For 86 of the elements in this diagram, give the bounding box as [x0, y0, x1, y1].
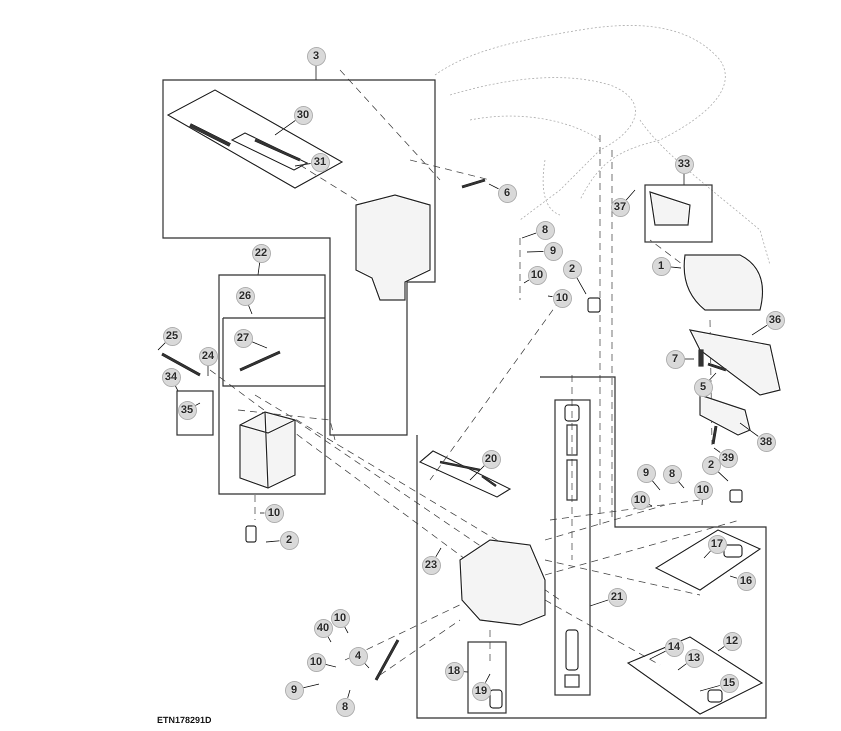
leader-line — [526, 250, 544, 252]
leader-line — [752, 324, 768, 336]
callout-number: 34 — [162, 368, 180, 386]
callout-number: 9 — [284, 680, 304, 700]
callout-number: 9 — [544, 242, 562, 260]
leader-line — [740, 422, 759, 437]
leader-line — [258, 262, 260, 276]
callout-number: 38 — [756, 432, 776, 452]
callout-number: 10 — [306, 652, 326, 672]
callout-number: 10 — [552, 288, 572, 308]
leader-line — [302, 684, 320, 688]
leader-line — [158, 342, 166, 350]
callout-number: 8 — [336, 698, 354, 716]
callout-number: 1 — [652, 256, 670, 276]
callout-number: 35 — [178, 400, 196, 420]
leader-line — [718, 646, 725, 652]
leader-line — [650, 650, 666, 660]
leader-line — [700, 685, 720, 692]
callout-number: 6 — [498, 184, 516, 202]
callout-number: 17 — [708, 534, 726, 554]
leader-line — [652, 480, 660, 490]
callout-number: 3 — [306, 46, 326, 66]
leader-line — [324, 664, 336, 668]
leader-line — [470, 465, 485, 480]
leader-line — [260, 512, 265, 514]
leader-line — [678, 663, 687, 670]
callout-number: 10 — [694, 480, 712, 500]
callout-number: 40 — [314, 618, 332, 638]
leader-line — [704, 550, 711, 558]
leader-line — [435, 548, 442, 558]
callout-number: 16 — [736, 572, 756, 590]
callout-number: 22 — [252, 244, 270, 262]
callout-number: 23 — [422, 556, 440, 574]
callout-number: 10 — [528, 266, 546, 284]
callout-number: 2 — [702, 456, 720, 474]
leader-line — [548, 296, 554, 298]
callout-number: 36 — [766, 310, 784, 330]
leader-line — [714, 448, 721, 453]
callout-number: 14 — [664, 638, 684, 656]
callout-number: 10 — [630, 490, 650, 510]
leader-line — [484, 674, 490, 684]
callout-number: 39 — [718, 448, 738, 468]
callout-number: 8 — [536, 220, 554, 240]
callout-number: 24 — [198, 346, 218, 366]
callout-number: 8 — [662, 464, 682, 484]
drawing-number: ETN178291D — [157, 715, 212, 725]
callout-number: 26 — [236, 286, 254, 306]
callout-number: 2 — [280, 530, 298, 550]
leader-line — [709, 372, 716, 380]
leader-line — [670, 266, 682, 268]
callout-number: 27 — [234, 328, 252, 348]
callout-number: 2 — [562, 260, 582, 278]
callout-number: 18 — [444, 662, 464, 680]
leader-line — [684, 358, 694, 360]
leader-line — [730, 576, 738, 579]
leader-line — [524, 280, 530, 284]
callout-number: 21 — [608, 588, 626, 606]
callout-number: 9 — [636, 464, 656, 482]
callout-number: 7 — [666, 350, 684, 368]
callout-number: 25 — [162, 326, 182, 346]
callout-number: 30 — [294, 106, 312, 124]
leader-line — [294, 163, 312, 166]
callout-number: 20 — [482, 450, 500, 468]
callout-number: 33 — [674, 154, 694, 174]
callout-number: 10 — [330, 608, 350, 628]
leader-line — [248, 304, 252, 314]
callout-number: 4 — [348, 646, 368, 666]
leader-line — [488, 184, 499, 190]
callout-number: 31 — [310, 152, 330, 172]
callout-number: 15 — [720, 674, 738, 692]
callout-number: 12 — [722, 632, 742, 650]
leader-line — [274, 120, 296, 136]
leader-line — [347, 690, 350, 698]
leader-line — [717, 471, 728, 482]
leader-line — [194, 402, 200, 406]
leader-line — [626, 190, 636, 200]
leader-line — [266, 540, 280, 542]
leader-line — [576, 276, 586, 294]
callout-number: 13 — [684, 648, 704, 668]
leader-line — [251, 341, 268, 348]
callout-number: 19 — [472, 682, 490, 700]
callout-number: 10 — [264, 504, 284, 522]
leader-line — [590, 600, 608, 606]
callout-number: 37 — [610, 198, 630, 216]
leader-line — [522, 232, 536, 238]
callout-number: 5 — [694, 378, 712, 396]
